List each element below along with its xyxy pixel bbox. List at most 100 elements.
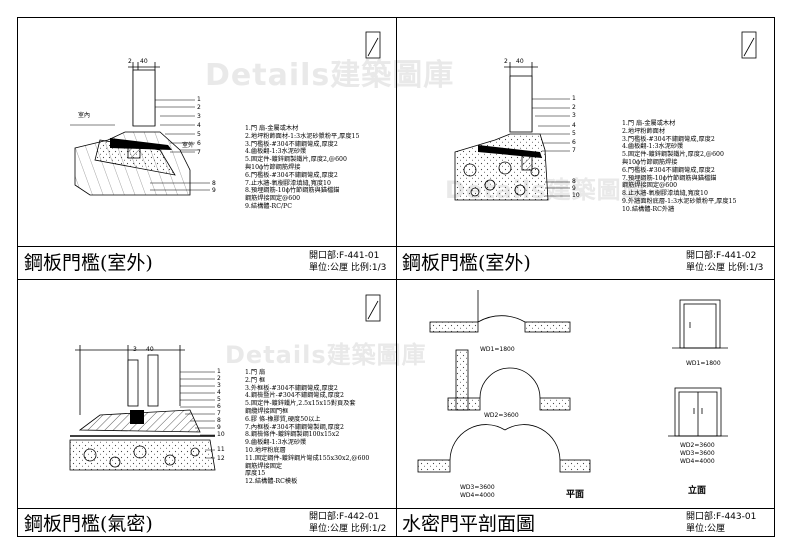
unit-scale: 單位:公厘 比例:1/3: [686, 263, 764, 273]
dimension-label: WD3=3600: [460, 484, 495, 491]
callout-number: 4: [572, 122, 576, 129]
note-item: 6.門檻板-#304不鏽鋼彎成,厚度2: [622, 166, 715, 174]
callout-number: 7: [197, 149, 201, 156]
dimension-label: 2: [504, 58, 508, 65]
callout-number: 7: [572, 147, 576, 154]
callout-number: 8: [212, 180, 216, 187]
note-item: 4.鋼檢暨片-#304不鏽鋼彎成,厚度2: [245, 392, 344, 400]
callout-number: 8: [217, 417, 221, 424]
note-item: 10.結構體-RC外牆: [622, 205, 675, 213]
callout-number: 1: [217, 368, 221, 375]
dimension-label: WD3=3600: [680, 450, 715, 457]
note-item: 3.外框板-#304不鏽鋼彎成,厚度2: [245, 384, 338, 392]
title-block-line: [17, 508, 775, 509]
drawing-code: 開口部:F-441-01: [309, 251, 380, 261]
callout-number: 3: [197, 113, 201, 120]
note-item: 9.結構體-RC/PC: [245, 202, 292, 210]
notes-list: 1.門 扇-金屬或木材 2.地坪粉飾面材 3.門檻板-#304不鏽鋼彎成,厚度2…: [622, 120, 736, 214]
note-item: 2.地坪粉飾面材: [622, 127, 666, 135]
panel-title: 鋼板門檻(氣密): [24, 513, 153, 535]
note-item: 11.固定鋼件-鍍鋅鋼片彎成155x30x2,@600: [245, 454, 370, 462]
note-item: 8.止水牆-氧樹膠漆填縫,寬度10: [622, 190, 708, 198]
note-item: 8.預埋鋼筋-10ϕ竹節鋼筋與錨檔錨: [245, 187, 340, 195]
callout-number: 10: [572, 192, 580, 199]
note-item: 1.門 扇-金屬或木材: [245, 125, 299, 132]
unit-scale: 單位:公厘 比例:1/2: [309, 524, 387, 534]
panel-3-section-drawing: [69, 294, 381, 471]
note-item: 4.齒板翻-1:3水泥砂漿: [622, 143, 684, 151]
callout-number: 3: [217, 382, 221, 389]
callout-number: 6: [572, 139, 576, 146]
note-item: 厚度15: [245, 470, 266, 478]
outdoor-label: 室外: [182, 142, 195, 149]
callout-number: 7: [217, 410, 221, 417]
vertical-divider: [396, 17, 397, 537]
dimension-label: WD2=3600: [680, 442, 715, 449]
door-icon: [741, 31, 757, 59]
note-item: 5.固定件-鍍鋅鋼製鐵片,厚度2,@600: [245, 156, 347, 164]
dimension-label: 40: [140, 58, 148, 65]
panel-4-plan-elevation-drawing: [417, 290, 728, 473]
panel-title: 鋼板門檻(室外): [24, 252, 153, 274]
dimension-label: WD2=3600: [484, 412, 519, 419]
note-item: 3.門檻板-#304不鏽鋼彎成,厚度2: [622, 135, 715, 143]
note-item: 3.門檻板-#304不鏽鋼彎成,厚度2: [245, 140, 338, 148]
callout-number: 9: [572, 185, 576, 192]
unit-scale: 單位:公厘: [686, 524, 726, 534]
elevation-view-label: 立面: [688, 486, 707, 496]
note-item: 2.門 框: [245, 376, 266, 384]
callout-number: 2: [217, 375, 221, 382]
door-icon: [365, 31, 381, 59]
note-item: 9.齒板翻-1:3水泥砂漿: [245, 439, 307, 447]
note-item: 6.膠 條-橡膠質,硬度50以上: [245, 415, 321, 423]
callout-number: 12: [217, 455, 225, 462]
drawing-code: 開口部:F-442-01: [309, 512, 380, 522]
panel-title: 水密門平剖面圖: [402, 513, 536, 535]
dimension-label: 40: [146, 346, 154, 353]
note-item: 10.地坪粉底層: [245, 446, 286, 454]
note-item: 鋼纜焊接固門框: [245, 407, 289, 415]
note-item: 5.固定件-鍍鋅鐵片,2.5x15x15對頁及套: [245, 400, 356, 408]
note-item: 鋼筋焊接固定: [245, 462, 283, 470]
callout-number: 5: [197, 131, 201, 138]
panel-2-section-drawing: [454, 31, 757, 201]
note-item: 7.止水牆-氧樹膠漆填縫,寬度10: [245, 179, 331, 187]
callout-number: 3: [572, 112, 576, 119]
callout-number: 2: [572, 104, 576, 111]
note-item: 與10ϕ竹節鋼筋焊接: [622, 158, 678, 166]
note-item: 鋼筋焊接固定@600: [622, 182, 678, 190]
callout-number: 9: [217, 424, 221, 431]
note-item: 4.齒板翻-1:3水泥砂漿: [245, 148, 307, 156]
indoor-label: 室內: [78, 112, 91, 119]
note-item: 6.門檻板-#304不鏽鋼彎成,厚度2: [245, 171, 338, 179]
watermark: Details建築圖庫: [205, 58, 455, 93]
notes-list: 1.門 扇-金屬或木材 2.地坪粉飾面材-1:3水泥砂漿粉平,厚度15 3.門檻…: [245, 125, 359, 211]
callout-number: 1: [197, 96, 201, 103]
note-item: 12.結構體-RC模板: [245, 478, 298, 486]
callout-number: 10: [217, 431, 225, 438]
callout-number: 9: [212, 187, 216, 194]
note-item: 9.外牆面粉底層-1:3水泥砂漿粉平,厚度15: [622, 197, 737, 205]
unit-scale: 單位:公厘 比例:1/3: [309, 263, 387, 273]
callout-number: 1: [572, 95, 576, 102]
dimension-label: WD1=1800: [480, 346, 515, 353]
plan-view-label: 平面: [566, 490, 585, 500]
note-item: 2.地坪粉飾面材-1:3水泥砂漿粉平,厚度15: [245, 132, 360, 140]
title-block-line: [17, 246, 775, 247]
note-item: 1.門 扇: [245, 369, 266, 376]
callout-number: 4: [217, 389, 221, 396]
note-item: 與10ϕ竹節鋼筋焊接: [245, 163, 301, 171]
callout-number: 5: [572, 130, 576, 137]
callout-number: 6: [197, 140, 201, 147]
callout-number: 4: [197, 122, 201, 129]
dimension-label: WD4=4000: [460, 492, 495, 499]
door-icon: [365, 294, 381, 322]
callout-number: 2: [197, 104, 201, 111]
dimension-label: WD1=1800: [686, 360, 721, 367]
panel-title: 鋼板門檻(室外): [402, 252, 531, 274]
callout-number: 11: [217, 446, 225, 453]
callout-number: 5: [217, 396, 221, 403]
note-item: 8.鋼檢條件-鍍鋅鋼製鋼100x15x2: [245, 431, 340, 439]
